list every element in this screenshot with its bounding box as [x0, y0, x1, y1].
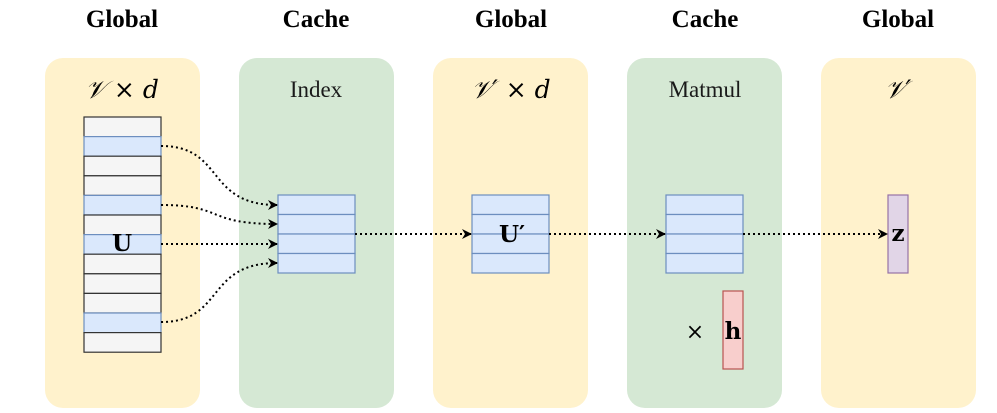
matmul-row	[665, 233, 744, 255]
output-vector-z-label: z	[891, 220, 904, 247]
matrix-u-row	[83, 292, 162, 314]
matrix-u-row	[83, 273, 162, 294]
embedding-matrix-u	[83, 116, 162, 353]
matrix-u-row	[83, 175, 162, 197]
hidden-vector-h	[722, 290, 744, 370]
column-header-global-1: Global	[86, 6, 158, 33]
column-header-cache-1: Cache	[283, 6, 350, 33]
gather-arrow-row-2	[160, 204, 278, 229]
panel-title-index: Index	[290, 77, 343, 102]
panel-title-matmul: Matmul	[669, 77, 742, 102]
matrix-u-label: U	[112, 230, 132, 257]
matmul-row	[665, 213, 744, 235]
index-row	[277, 233, 356, 255]
index-block	[277, 194, 356, 274]
matrix-u-row	[83, 155, 162, 177]
matrix-u-row	[83, 116, 162, 138]
multiply-symbol: ×	[686, 320, 704, 345]
column-header-global-2: Global	[475, 6, 547, 33]
u-prime-row	[471, 194, 550, 216]
gather-arrow-row-1	[160, 145, 278, 210]
index-row	[277, 213, 356, 235]
matrix-u-row	[83, 253, 162, 275]
panel-title-embedding-matrix: 𝒱 × d	[85, 75, 159, 104]
panel-title-subset-matrix: 𝒱′ × d	[471, 75, 550, 104]
matrix-u-row-selected	[83, 136, 162, 157]
gather-arrow-row-4	[160, 258, 278, 323]
column-header-global-3: Global	[862, 6, 934, 33]
hidden-vector-h-label: h	[725, 318, 742, 345]
index-row	[277, 194, 356, 216]
matmul-row	[665, 252, 744, 274]
matmul-block	[665, 194, 744, 274]
matrix-u-row-selected	[83, 194, 162, 216]
index-row	[277, 252, 356, 274]
output-vector-z	[887, 194, 909, 274]
u-prime-row	[471, 252, 550, 274]
matmul-row	[665, 194, 744, 216]
subset-matrix-u-prime	[471, 194, 550, 274]
matrix-u-row-selected	[83, 312, 162, 334]
u-prime-label: U′	[499, 221, 525, 248]
matrix-u-row	[83, 332, 162, 353]
panel-title-output-vocab: 𝒱′	[885, 75, 914, 104]
column-header-cache-2: Cache	[672, 6, 739, 33]
